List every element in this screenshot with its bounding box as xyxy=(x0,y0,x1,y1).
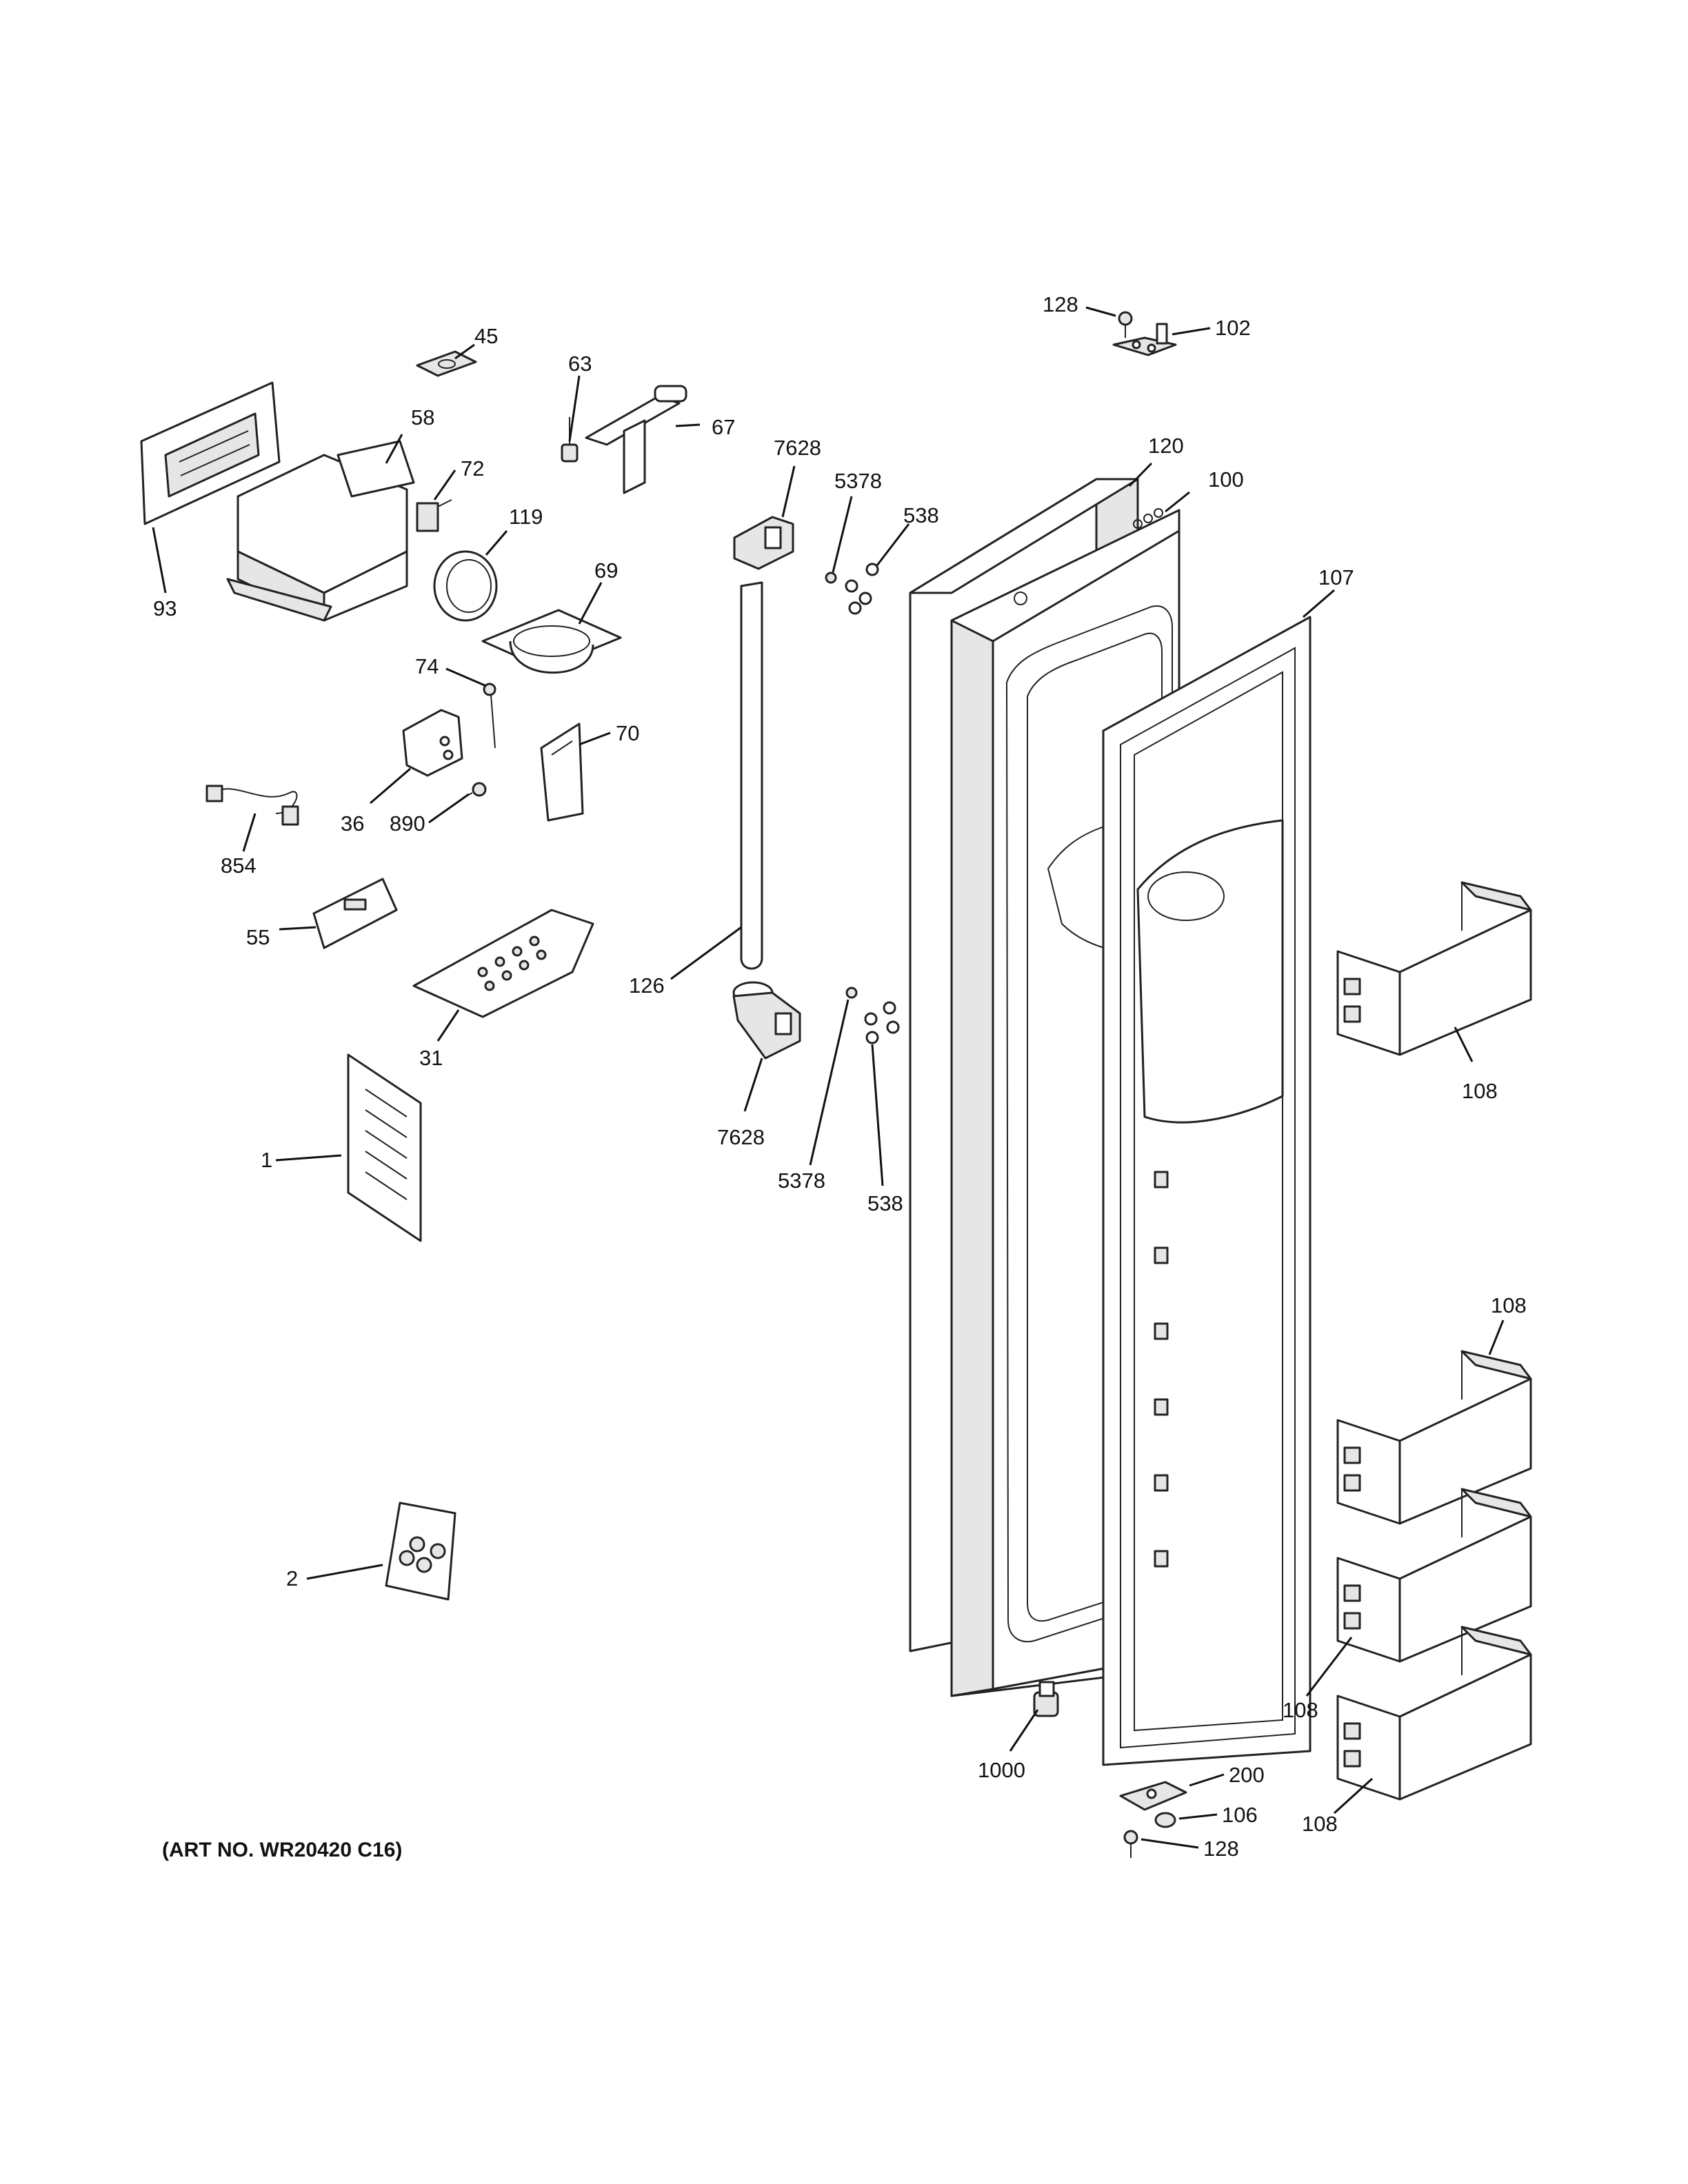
door-gasket-107 xyxy=(1102,616,1312,1766)
callout-5378-bottom: 5378 xyxy=(778,1169,825,1193)
callout-2: 2 xyxy=(286,1566,298,1590)
callout-538-bottom: 538 xyxy=(867,1191,903,1215)
callout-108-d: 108 xyxy=(1302,1812,1338,1836)
callout-107: 107 xyxy=(1318,565,1354,589)
bushing-106 xyxy=(1154,1812,1176,1828)
clip-45 xyxy=(416,350,477,377)
callout-45: 45 xyxy=(474,324,498,348)
screw-128-bottom xyxy=(1123,1830,1138,1858)
callout-74: 74 xyxy=(415,654,439,678)
switch-72 xyxy=(416,499,452,532)
hardware-bag-2 xyxy=(385,1502,456,1601)
callout-55: 55 xyxy=(246,925,270,949)
callout-labels: 128 102 45 63 67 58 72 93 119 69 7628 53… xyxy=(153,292,1527,1861)
spring-74 xyxy=(483,682,496,749)
callout-1000: 1000 xyxy=(978,1758,1025,1782)
actuator-36 xyxy=(402,709,463,777)
callout-5378-top: 5378 xyxy=(834,469,882,493)
callout-31: 31 xyxy=(419,1046,443,1070)
door-bin-108-a xyxy=(1336,1350,1532,1525)
callout-7628-top: 7628 xyxy=(774,436,821,460)
callout-100: 100 xyxy=(1208,467,1244,492)
fasteners-5378-538-bottom xyxy=(845,987,900,1044)
tube-126 xyxy=(740,581,763,970)
callout-119: 119 xyxy=(509,505,543,529)
manual-1 xyxy=(347,1053,422,1242)
wire-harness-854 xyxy=(205,785,299,826)
ring-119 xyxy=(433,550,498,622)
callout-128-top: 128 xyxy=(1043,292,1078,316)
callout-58: 58 xyxy=(411,405,434,429)
hinge-bracket-7628-bottom xyxy=(732,981,801,1060)
callout-63: 63 xyxy=(568,352,592,376)
callout-36: 36 xyxy=(341,811,364,836)
door-bin-108-b xyxy=(1336,1488,1532,1663)
chute-69 xyxy=(481,609,622,674)
paddle-70 xyxy=(540,722,584,822)
callout-126: 126 xyxy=(629,973,665,998)
bottom-hinge-200 xyxy=(1119,1781,1187,1811)
fitting-1000 xyxy=(1033,1681,1059,1717)
callout-108-top: 108 xyxy=(1462,1079,1498,1103)
bracket-67 xyxy=(585,385,687,494)
door-bin-108-top xyxy=(1336,881,1532,1056)
callout-890: 890 xyxy=(390,811,425,836)
callout-108-c: 108 xyxy=(1283,1698,1318,1722)
leader-lines xyxy=(152,306,1505,1849)
art-number: (ART NO. WR20420 C16) xyxy=(162,1839,402,1861)
callout-102: 102 xyxy=(1215,316,1251,340)
callout-106: 106 xyxy=(1222,1803,1258,1827)
dispenser-housing-58 xyxy=(226,440,415,622)
callout-1: 1 xyxy=(261,1148,272,1172)
screw-128-top xyxy=(1118,311,1133,338)
callout-7628-bottom: 7628 xyxy=(717,1125,765,1149)
callout-69: 69 xyxy=(594,558,618,583)
dispenser-control-panel-93 xyxy=(140,381,281,525)
callout-108-b: 108 xyxy=(1491,1293,1527,1317)
callout-93: 93 xyxy=(153,596,177,620)
callout-128-bottom: 128 xyxy=(1203,1837,1239,1861)
fasteners-5378-538-top xyxy=(825,563,879,615)
cover-31 xyxy=(412,909,594,1018)
door-bin-108-c xyxy=(1336,1626,1532,1801)
board-55 xyxy=(312,878,398,949)
callout-538-top: 538 xyxy=(903,503,939,527)
hinge-bracket-7628-top xyxy=(733,516,794,570)
callout-120: 120 xyxy=(1148,434,1184,458)
callout-67: 67 xyxy=(712,415,735,439)
callout-72: 72 xyxy=(461,456,484,481)
top-hinge-102 xyxy=(1112,323,1177,356)
spring-63 xyxy=(561,417,579,463)
callout-200: 200 xyxy=(1229,1763,1265,1787)
callout-854: 854 xyxy=(221,853,257,878)
callout-70: 70 xyxy=(616,721,639,745)
